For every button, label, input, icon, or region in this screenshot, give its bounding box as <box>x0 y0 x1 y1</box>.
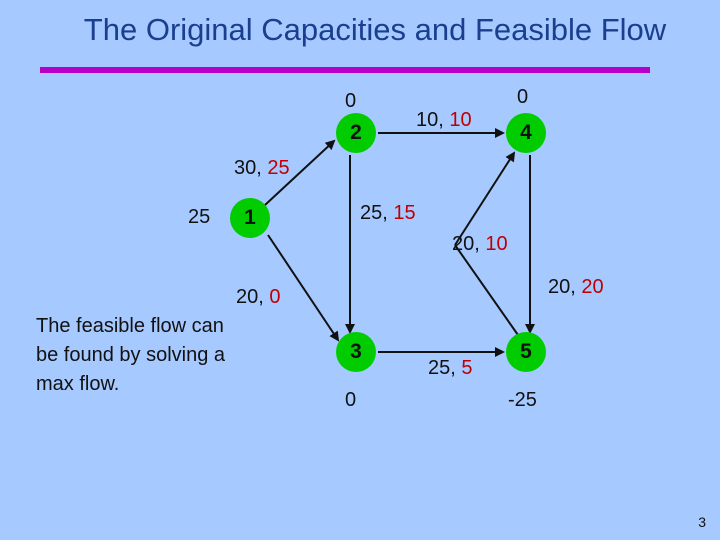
edge-1-2 <box>264 139 336 206</box>
edge-label-2-4: 10, 10 <box>416 109 472 131</box>
node-2-supply: 0 <box>345 90 357 112</box>
node-2-label: 2 <box>350 121 362 144</box>
edge-5-4 <box>454 244 519 336</box>
node-1-label: 1 <box>244 206 256 229</box>
edge-label-1-3: 20, 0 <box>236 286 281 308</box>
node-5-supply: -25 <box>508 389 537 411</box>
edge-label-2-3: 25, 15 <box>360 202 416 224</box>
slide-title: The Original Capacities and Feasible Flo… <box>83 12 667 47</box>
node-5-label: 5 <box>520 340 532 363</box>
edge-label-4-5: 20, 10 <box>452 233 508 255</box>
node-2 <box>336 113 376 153</box>
feasible-flow-note: The feasible flow can be found by solvin… <box>36 315 226 395</box>
node-4-label: 4 <box>520 121 532 144</box>
node-4-supply: 0 <box>517 86 529 108</box>
node-3 <box>336 332 376 372</box>
edge-label-1-2: 30, 25 <box>234 157 290 179</box>
node-3-label: 3 <box>350 340 362 363</box>
edge-label-5-4: 20, 20 <box>548 276 604 298</box>
node-3-supply: 0 <box>345 389 357 411</box>
edge-5-4b <box>454 151 516 246</box>
edge-label-3-5: 25, 5 <box>428 357 473 379</box>
node-1 <box>230 198 270 238</box>
edge-1-3 <box>267 234 340 342</box>
node-4 <box>506 113 546 153</box>
node-1-supply: 25 <box>188 206 211 228</box>
title-underline <box>40 67 650 73</box>
node-5 <box>506 332 546 372</box>
page-number: 3 <box>698 514 706 530</box>
